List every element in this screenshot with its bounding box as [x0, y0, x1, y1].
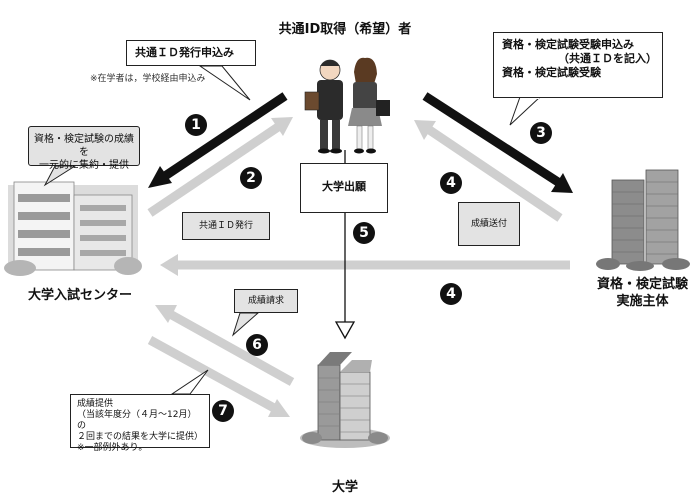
arrow-score-provide: [147, 336, 290, 417]
center-role-line2: 一元的に集約・提供: [39, 160, 129, 171]
score-provide-line1: 成績提供: [77, 399, 114, 409]
callout-tails: [43, 64, 542, 396]
exam-application-line2: （共通ＩＤを記入）: [558, 52, 657, 65]
score-provide-line4: ※一部例外あり。: [77, 443, 148, 453]
applicant-label: 共通ID取得（希望）者: [278, 22, 412, 37]
callout-id-issue: 共通ＩＤ発行: [182, 212, 270, 240]
callout-id-application: 共通ＩＤ発行申込み: [126, 40, 256, 66]
callout-score-provide: 成績提供 （当該年度分（４月～12月）の ２回までの結果を大学に提供） ※一部例…: [70, 394, 210, 453]
exam-application-line3: 資格・検定試験受験: [502, 66, 601, 79]
step-2-badge: 2: [240, 167, 262, 189]
exam-body-label: 資格・検定試験 実施主体: [585, 276, 700, 310]
exam-body-line1: 資格・検定試験: [596, 277, 688, 292]
university-tower-illustration: [300, 352, 390, 448]
step-1-badge: 1: [185, 114, 207, 136]
step-6-badge: 6: [246, 334, 268, 356]
callout-university-application: 大学出願: [300, 163, 388, 213]
score-provide-line2: （当該年度分（４月～12月）の: [77, 410, 197, 431]
arrow-id-application: [148, 92, 288, 188]
center-role-line1: 資格・検定試験の成績を: [34, 134, 134, 158]
callout-exam-application: 資格・検定試験受験申込み （共通ＩＤを記入） 資格・検定試験受験: [493, 32, 663, 98]
callout-score-send: 成績送付: [458, 202, 520, 246]
score-provide-line3: ２回までの結果を大学に提供）: [77, 432, 204, 442]
center-building-illustration: [4, 181, 142, 276]
arrow-exam-application: [422, 92, 573, 193]
callout-score-request: 成績請求: [234, 289, 298, 313]
step-4-badge-applicant: 4: [440, 172, 462, 194]
step-7-badge: 7: [212, 400, 234, 422]
arrow-score-request: [155, 305, 295, 386]
center-label: 大学入試センター: [27, 288, 132, 303]
arrow-id-issue: [147, 117, 293, 217]
step-5-badge: 5: [353, 222, 375, 244]
arrow-score-send-applicant: [414, 120, 563, 222]
enrolled-note: ※在学者は，学校経由申込み: [90, 74, 206, 84]
step-4-badge-center: 4: [440, 283, 462, 305]
exam-application-line1: 資格・検定試験受験申込み: [502, 38, 634, 51]
university-label: 大学: [331, 480, 358, 495]
students-illustration: [304, 57, 390, 154]
office-towers-illustration: [596, 169, 690, 271]
callout-center-role: 資格・検定試験の成績を 一元的に集約・提供: [28, 126, 140, 171]
arrow-score-send-center: [160, 254, 570, 276]
exam-body-line2: 実施主体: [616, 294, 669, 309]
step-3-badge: 3: [530, 122, 552, 144]
